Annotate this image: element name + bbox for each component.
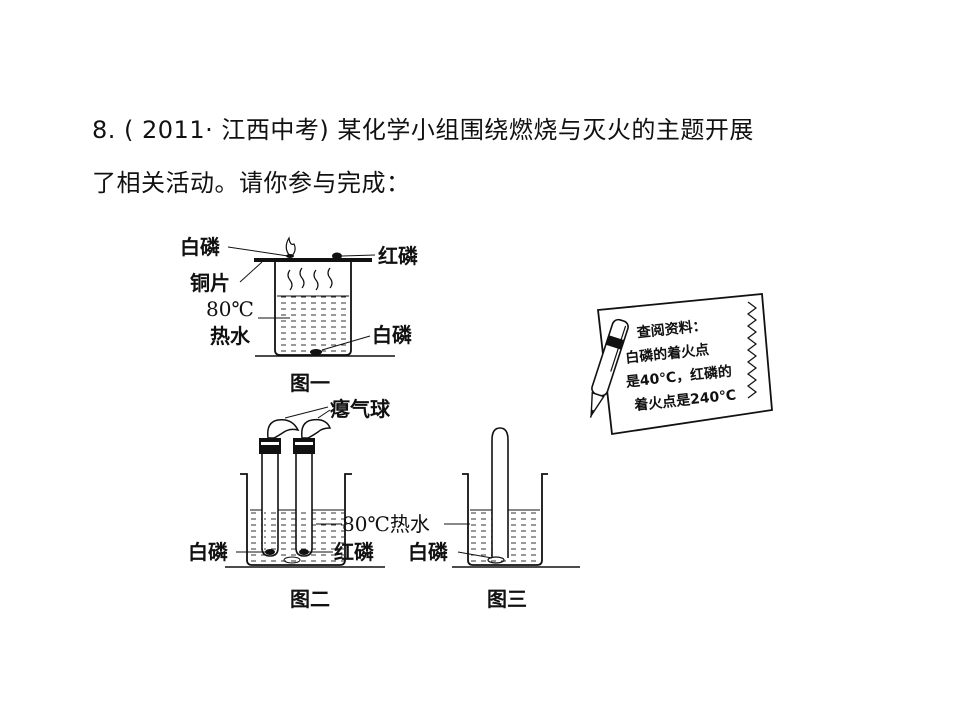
leader-line [457, 551, 493, 559]
leader-line [239, 261, 263, 283]
hot-water-area [277, 296, 349, 354]
caption-figure-1: 图一 [290, 371, 330, 395]
label-white-phosphorus-top: 白磷 [180, 235, 220, 259]
leader-line [227, 246, 289, 257]
note-paper [597, 293, 773, 436]
leader-line [317, 409, 331, 419]
beaker-3 [462, 473, 548, 566]
figure-1: 白磷 红磷 铜片 80℃ 热水 白磷 图一 [180, 235, 418, 395]
leader-line [321, 335, 371, 351]
question-line-2: 了相关活动。请你参与完成： [92, 169, 411, 197]
stopper-right [293, 438, 315, 454]
label-red-phosphorus: 红磷 [334, 540, 374, 564]
inverted-test-tube [491, 427, 509, 558]
white-phosphorus-piece [487, 556, 505, 564]
white-phosphorus-top-piece [286, 254, 294, 258]
red-phosphorus-piece [299, 549, 309, 555]
leader-line [284, 406, 329, 419]
beaker-2 [240, 473, 352, 566]
test-tube-left-liquid [264, 510, 276, 550]
test-tube-right-liquid [298, 510, 310, 550]
stopper-right-band [295, 442, 313, 445]
steam-line [287, 269, 293, 291]
copper-sheet [254, 258, 372, 262]
label-hot-water: 热水 [210, 324, 251, 348]
label-balloon: 瘪气球 [330, 397, 391, 421]
white-phosphorus-bottom-piece [310, 349, 322, 355]
label-white-phosphorus: 白磷 [408, 540, 448, 564]
label-copper-sheet: 铜片 [190, 271, 230, 295]
red-phosphorus-piece [332, 252, 342, 260]
balloon-left [266, 418, 300, 439]
stopper-left [259, 438, 281, 454]
leader-line [341, 254, 376, 257]
steam-line [327, 267, 333, 289]
pen-icon [589, 318, 629, 419]
label-white-phosphorus-bottom: 白磷 [372, 323, 412, 347]
caption-figure-2: 图二 [290, 587, 330, 611]
caption-figure-3: 图三 [487, 587, 527, 611]
note-binding [747, 301, 757, 399]
beaker-1 [274, 262, 352, 356]
label-water-temp: 80℃ [206, 297, 254, 321]
phosphorus-bottom-piece [283, 556, 301, 564]
label-water: 80℃热水 [342, 512, 430, 536]
steam-line [313, 269, 319, 291]
figure-3: 白磷 图三 [408, 427, 580, 611]
steam-line [299, 267, 305, 289]
note-card: 查阅资料： 白磷的着火点 是40℃，红磷的 着火点是240℃ [589, 293, 773, 436]
label-white-phosphorus: 白磷 [188, 540, 228, 564]
white-phosphorus-piece [265, 549, 275, 555]
figure-2: 瘪气球 80℃热水 白磷 红磷 图二 [188, 397, 430, 611]
question-line-1: 8. ( 2011· 江西中考) 某化学小组围绕燃烧与灭火的主题开展 [92, 116, 754, 144]
flame-icon [285, 236, 296, 257]
balloon-right [300, 418, 332, 439]
stopper-left-band [261, 442, 279, 445]
label-red-phosphorus: 红磷 [378, 244, 418, 268]
